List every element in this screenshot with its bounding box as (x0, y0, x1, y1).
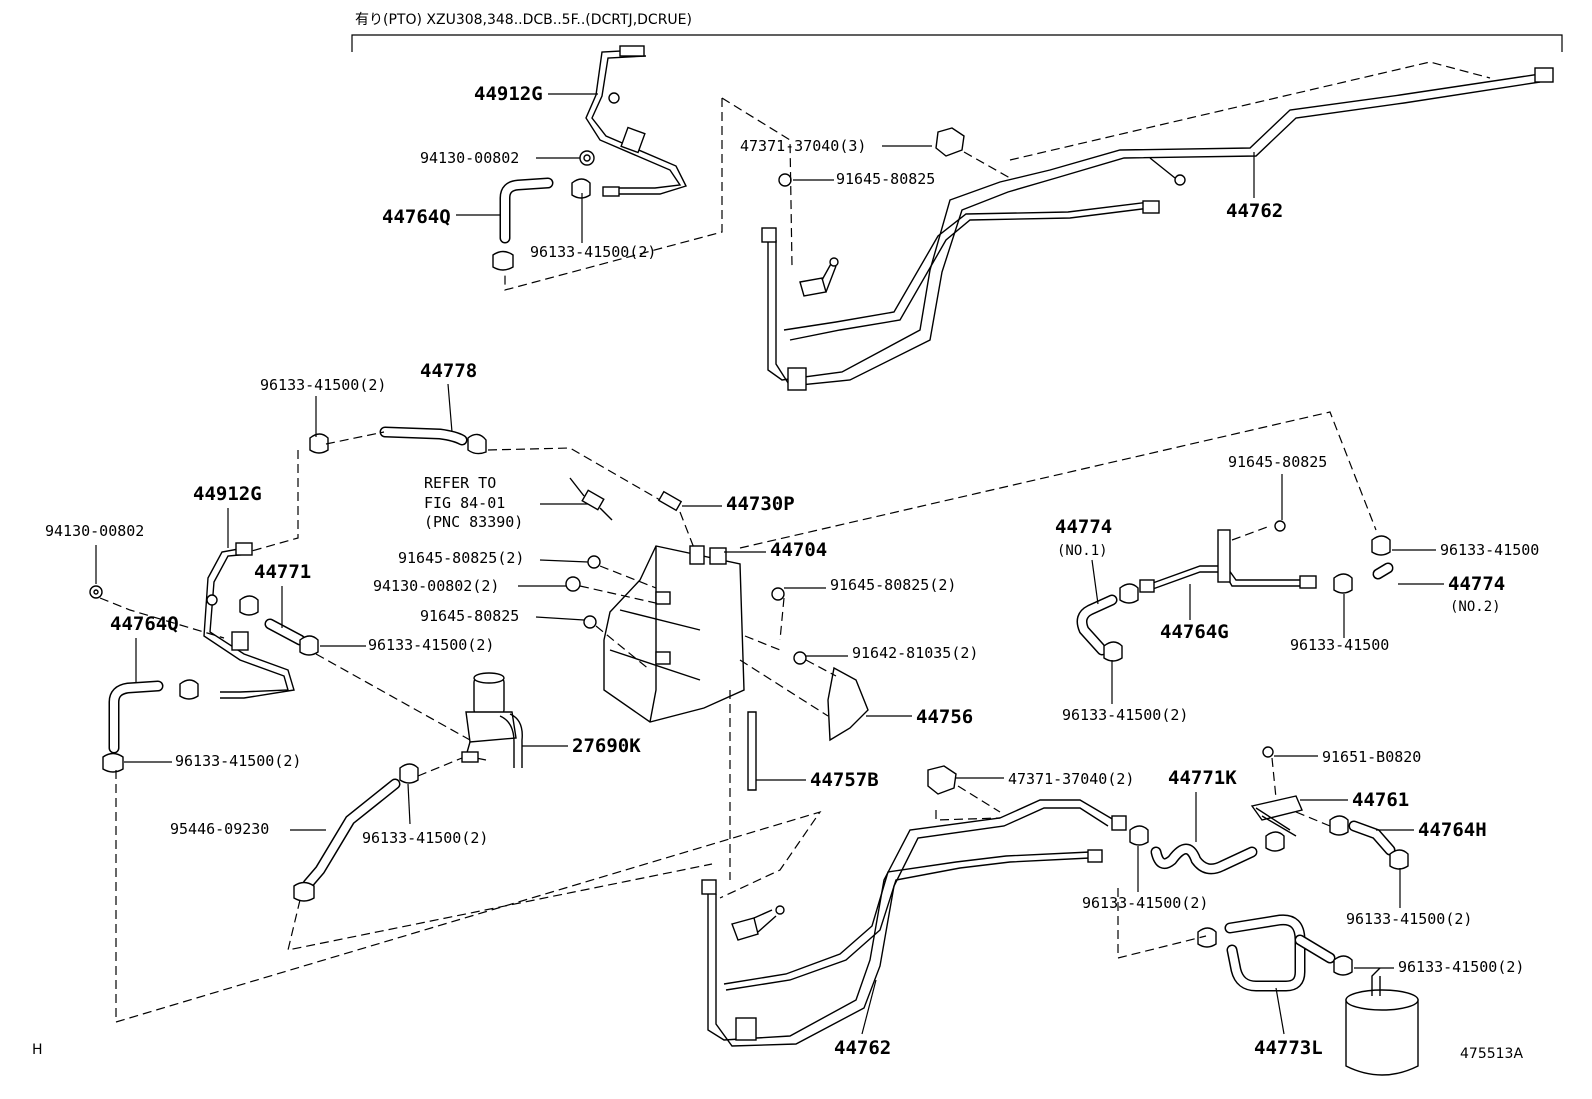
top-left-group (492, 45, 723, 291)
label-96133-right-c: 96133-41500(2) (1062, 706, 1188, 724)
label-44778: 44778 (420, 360, 477, 382)
hose-44778-group (247, 426, 661, 553)
label-96133-top: 96133-41500(2) (530, 243, 656, 261)
label-44774-no1-sub: (NO.1) (1057, 543, 1108, 559)
label-94130-left: 94130-00802 (45, 522, 144, 540)
label-44774-no1: 44774 (1055, 516, 1112, 538)
header-condition: 有り(PTO) XZU308,348..DCB..5F..(DCRTJ,DCRU… (355, 12, 692, 28)
top-right-pipe-group (721, 61, 1554, 391)
label-44773l: 44773L (1254, 1037, 1323, 1059)
label-44771: 44771 (254, 561, 311, 583)
label-91642: 91642-81035(2) (852, 644, 978, 662)
label-44912g-top: 44912G (474, 83, 543, 105)
label-96133-valve: 96133-41500(2) (362, 829, 488, 847)
label-44774-no2-sub: (NO.2) (1450, 599, 1501, 615)
label-44704: 44704 (770, 539, 827, 561)
label-91651: 91651-B0820 (1322, 748, 1421, 766)
header-bracket (351, 34, 1563, 52)
label-44912g-left: 44912G (193, 483, 262, 505)
label-44757b: 44757B (810, 769, 879, 791)
label-44761: 44761 (1352, 789, 1409, 811)
label-91645-center: 91645-80825 (420, 607, 519, 625)
label-91645-2b: 91645-80825(2) (830, 576, 956, 594)
label-44764q-top: 44764Q (382, 206, 451, 228)
label-96133-bottom-a: 96133-41500(2) (1082, 894, 1208, 912)
label-94130-top: 94130-00802 (420, 149, 519, 167)
refer-line-1: REFER TO (424, 474, 496, 492)
label-96133-44771: 96133-41500(2) (368, 636, 494, 654)
label-44762-top: 44762 (1226, 200, 1283, 222)
label-47371-bottom: 47371-37040(2) (1008, 770, 1134, 788)
refer-line-3: (PNC 83390) (424, 513, 523, 531)
label-27690k: 27690K (572, 735, 641, 757)
label-44730p: 44730P (726, 493, 795, 515)
label-44764q-left: 44764Q (110, 613, 179, 635)
label-94130-center: 94130-00802(2) (373, 577, 499, 595)
label-96133-bottom-c: 96133-41500(2) (1398, 958, 1524, 976)
valve-group (287, 672, 713, 951)
refer-line-2: FIG 84-01 (424, 494, 505, 512)
label-96133-left: 96133-41500(2) (175, 752, 301, 770)
label-96133-bottom-b: 96133-41500(2) (1346, 910, 1472, 928)
label-91645-2a: 91645-80825(2) (398, 549, 524, 567)
label-44774-no2: 44774 (1448, 573, 1505, 595)
label-96133-right-a: 96133-41500 (1440, 541, 1539, 559)
bottom-right-group (701, 746, 1419, 1076)
label-44762-bottom: 44762 (834, 1037, 891, 1059)
label-91645-top: 91645-80825 (836, 170, 935, 188)
drawing-number: 475513A (1460, 1046, 1523, 1062)
label-47371-top: 47371-37040(3) (740, 137, 866, 155)
label-44756: 44756 (916, 706, 973, 728)
label-44764h: 44764H (1418, 819, 1487, 841)
center-group (565, 411, 1377, 880)
label-44764g: 44764G (1160, 621, 1229, 643)
label-91645-right: 91645-80825 (1228, 453, 1327, 471)
label-95446: 95446-09230 (170, 820, 269, 838)
label-96133-44778: 96133-41500(2) (260, 376, 386, 394)
right-group (1076, 520, 1394, 662)
label-44771k: 44771K (1168, 767, 1237, 789)
label-96133-right-b: 96133-41500 (1290, 636, 1389, 654)
left-group (89, 542, 822, 1023)
corner-h: H (32, 1042, 43, 1058)
